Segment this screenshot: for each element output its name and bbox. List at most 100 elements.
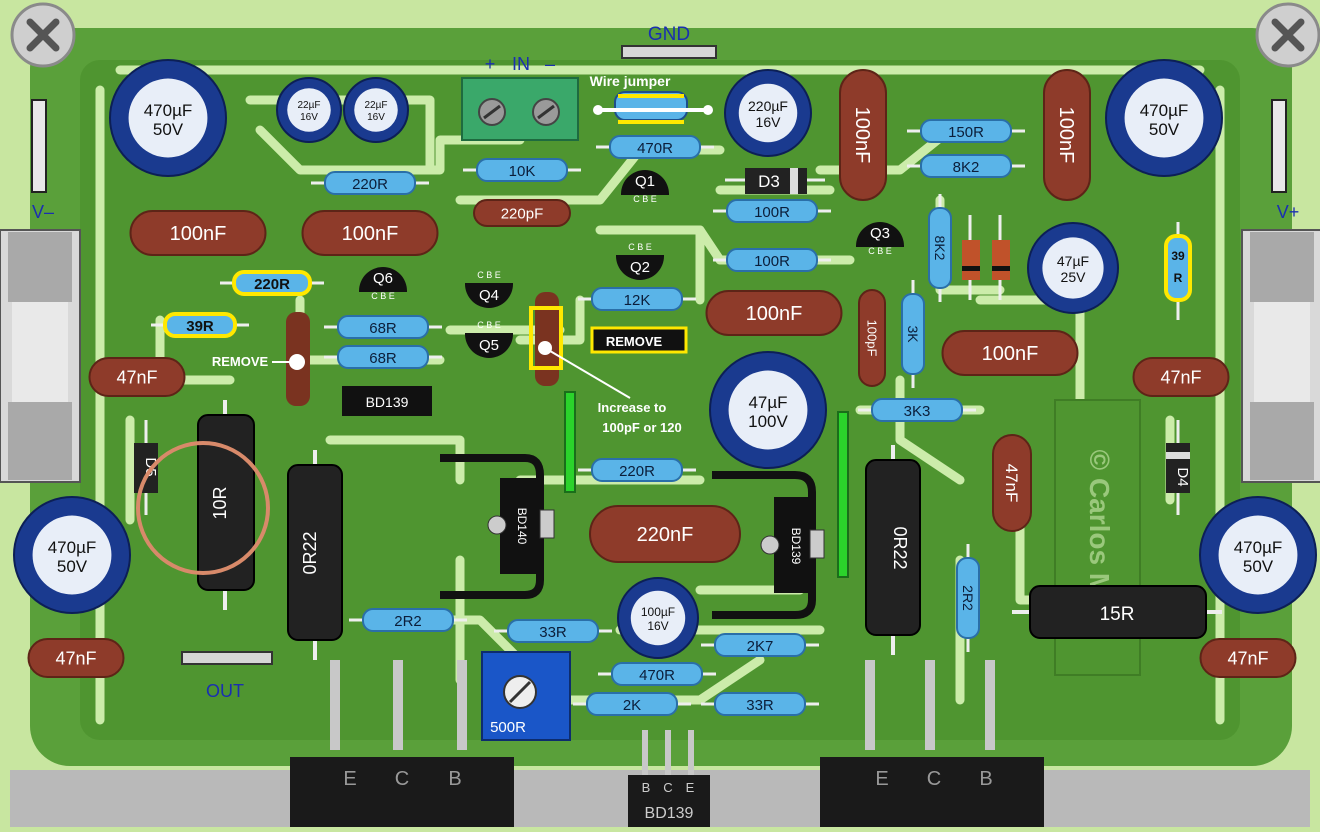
- resistor-r470_top: 470R: [596, 135, 714, 159]
- heatsink-bracket-right: BD139: [712, 471, 825, 619]
- resistor-r68_a: 68R: [324, 315, 442, 339]
- resistor-value: 100R: [754, 253, 790, 270]
- transistor-pins: C B E: [371, 291, 395, 301]
- transistor-label: Q3: [870, 225, 890, 242]
- power-transistor-left: [290, 660, 514, 827]
- resistor-r10k: 10K: [463, 158, 581, 182]
- film-cap-value: 220nF: [637, 524, 694, 546]
- resistor-39r-v-label-a: 39: [1171, 249, 1185, 263]
- transistor-pins: C B E: [628, 242, 652, 252]
- film-cap-value: 100nF: [1055, 107, 1077, 164]
- film-cap-c47n_c: 47nF: [1132, 357, 1230, 397]
- elec-cap-voltage: 50V: [1149, 120, 1180, 139]
- r0r22-right-label: 0R22: [890, 526, 910, 569]
- driver-part-label: BD139: [645, 805, 694, 822]
- v-plus-label: V+: [1277, 202, 1300, 222]
- transistor-q3: Q3C B E: [856, 222, 904, 256]
- film-cap-c220n: 220nF: [589, 505, 741, 563]
- film-cap-value: 100nF: [982, 343, 1039, 365]
- elec-cap-voltage: 100V: [748, 412, 788, 431]
- film-cap-value: 100nF: [342, 223, 399, 245]
- remove-label-right: REMOVE: [606, 334, 663, 349]
- screw-top-right: [1255, 2, 1320, 68]
- resistor-value: 100R: [754, 204, 790, 221]
- resistor-r2r2_a: 2R2: [349, 608, 467, 632]
- resistor-r39_yellow: 39R: [151, 312, 249, 338]
- elec-cap-voltage: 50V: [57, 557, 88, 576]
- power-resistor-0r22-right: 0R22: [865, 445, 921, 655]
- resistor-r470_bot: 470R: [598, 662, 716, 686]
- r10r-label: 10R: [210, 486, 230, 519]
- remove-marker-mid: [529, 292, 631, 399]
- elec-cap-value: 22µF: [365, 100, 388, 111]
- film-cap-value: 100pF: [864, 320, 879, 357]
- film-cap-c47n_a: 47nF: [88, 357, 186, 397]
- transistor-pins: C B E: [477, 320, 501, 330]
- trimmer-label: 500R: [490, 719, 526, 736]
- transistor-q2: Q2 C B E: [616, 242, 664, 280]
- film-cap-value: 220pF: [501, 205, 544, 222]
- green-jumpers: [564, 391, 849, 578]
- film-cap-value: 100nF: [170, 223, 227, 245]
- out-pad: [181, 651, 273, 665]
- resistor-value: 470R: [637, 140, 673, 157]
- bd139-marker: [342, 386, 432, 416]
- transistor-label: Q4: [479, 287, 499, 304]
- resistor-r12k: 12K: [578, 287, 696, 311]
- elec-cap-value: 22µF: [298, 100, 321, 111]
- screw-top-left: [10, 2, 76, 68]
- bd139-marker-label: BD139: [366, 394, 409, 410]
- film-cap-value: 100nF: [851, 107, 873, 164]
- remove-box-right: [590, 326, 688, 354]
- diode-d3: D3: [725, 168, 825, 194]
- resistor-value: 33R: [539, 624, 567, 641]
- resistor-r8k2_v: 8K2: [928, 194, 952, 302]
- resistor-value: 2K: [623, 697, 641, 714]
- resistor-value: 33R: [746, 697, 774, 714]
- resistor-value: 2K7: [747, 638, 774, 655]
- electrolytic-capacitors: 470µF50V22µF16V22µF16V220µF16V470µF50V47…: [13, 59, 1317, 659]
- resistor-value: 2R2: [960, 585, 976, 611]
- elec-cap-voltage: 50V: [153, 120, 184, 139]
- resistor-r2r2_v: 2R2: [956, 544, 980, 652]
- resistor-r220_yellow: 220R: [220, 270, 324, 296]
- left-pin-b: B: [448, 768, 461, 790]
- film-cap-value: 47nF: [1002, 464, 1021, 503]
- transistor-label: Q2: [630, 259, 650, 276]
- left-pin-c: C: [395, 768, 409, 790]
- resistor-value: 8K2: [932, 236, 948, 261]
- transistor-label: Q1: [635, 173, 655, 190]
- resistor-39r-vertical: 39R: [1164, 222, 1192, 320]
- resistor-r68_b: 68R: [324, 345, 442, 369]
- diode-d4: D4: [1166, 420, 1191, 515]
- driver-pin-b: B: [642, 780, 651, 795]
- elec-cap-voltage: 16V: [300, 112, 318, 123]
- resistor-r33_b: 33R: [701, 692, 819, 716]
- resistor-value: 150R: [948, 124, 984, 141]
- v-minus-label: V–: [32, 202, 54, 222]
- film-cap-c47n_e: 47nF: [992, 434, 1032, 532]
- transistor-q5: Q5 C B E: [465, 320, 513, 358]
- resistor-value: 12K: [624, 292, 651, 309]
- elec-cap-voltage: 16V: [647, 619, 668, 633]
- in-minus-label: –: [545, 54, 555, 74]
- transistor-label: Q5: [479, 337, 499, 354]
- power-resistor-0r22-left: 0R22: [287, 450, 343, 660]
- film-cap-c100n_e: 100nF: [839, 69, 887, 201]
- increase-note-line2: 100pF or 120: [602, 420, 682, 435]
- film-cap-c47n_d: 47nF: [1199, 638, 1297, 678]
- resistor-value: 3K3: [904, 403, 931, 420]
- film-cap-c47n_b: 47nF: [27, 638, 125, 678]
- film-cap-c100n_d: 100nF: [941, 330, 1079, 376]
- power-transistor-right: [820, 660, 1044, 827]
- elec-cap-value: 470µF: [144, 101, 193, 120]
- film-cap-c100n_c: 100nF: [705, 290, 843, 336]
